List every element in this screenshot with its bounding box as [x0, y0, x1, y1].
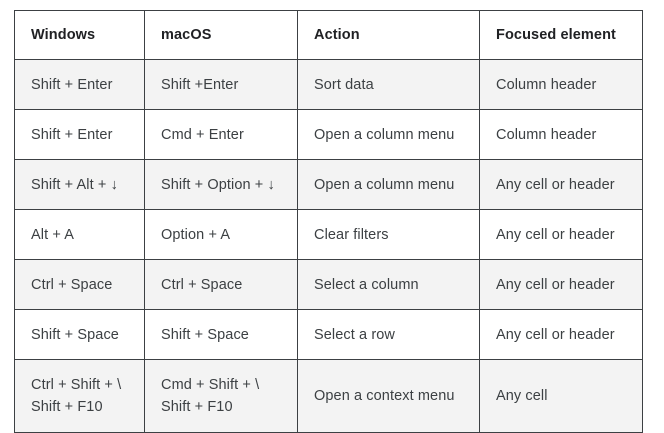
cell-text-lines: Shift + Enter — [31, 124, 128, 146]
table-header-row: Windows macOS Action Focused element — [14, 10, 643, 60]
column-header-macos: macOS — [144, 10, 298, 60]
cell-text-lines: Ctrl + Space — [161, 274, 281, 296]
cell-windows-shortcut: Shift + Space — [14, 309, 145, 360]
cell-text-line: Shift +Enter — [161, 76, 239, 93]
cell-action: Open a context menu — [297, 359, 480, 433]
cell-text-lines: Ctrl + Space — [31, 274, 128, 296]
cell-text-line: Alt + A — [31, 226, 75, 243]
cell-text-line: Cmd + Shift + \ — [161, 377, 260, 393]
cell-action: Clear filters — [297, 209, 480, 260]
cell-text-lines: Shift + Alt + ↓ — [31, 174, 128, 196]
cell-text-line: Shift + Space — [161, 326, 249, 343]
cell-windows-shortcut: Shift + Alt + ↓ — [14, 159, 145, 210]
cell-macos-shortcut: Cmd + Shift + \ Shift + F10 — [144, 359, 298, 433]
cell-windows-shortcut: Ctrl + Space — [14, 259, 145, 310]
cell-text-line: Shift + Space — [31, 326, 119, 343]
cell-focused-element: Any cell or header — [479, 159, 643, 210]
cell-text-line: Shift + F10 — [161, 399, 233, 415]
cell-text-lines: Cmd + Shift + \ Shift + F10 — [161, 374, 281, 418]
table-row: Shift + Alt + ↓ Shift + Option + ↓ Open a … — [14, 159, 643, 210]
column-header-action: Action — [297, 10, 480, 60]
cell-macos-shortcut: Ctrl + Space — [144, 259, 298, 310]
cell-text-line: Ctrl + Space — [31, 276, 113, 293]
cell-text-line: Shift + Option + ↓ — [161, 176, 275, 193]
cell-text-line: Ctrl + Space — [161, 276, 243, 293]
table-row: Shift + Enter Cmd + Enter Open a column me… — [14, 109, 643, 160]
cell-macos-shortcut: Shift +Enter — [144, 59, 298, 110]
cell-text-line: Ctrl + Shift + \ — [31, 377, 122, 393]
cell-text-lines: Shift + Enter — [31, 74, 128, 96]
column-header-focused-element: Focused element — [479, 10, 643, 60]
cell-text-lines: Shift + Space — [31, 324, 128, 346]
cell-macos-shortcut: Option + A — [144, 209, 298, 260]
cell-focused-element: Any cell — [479, 359, 643, 433]
cell-action: Select a column — [297, 259, 480, 310]
cell-action: Select a row — [297, 309, 480, 360]
cell-windows-shortcut: Alt + A — [14, 209, 145, 260]
cell-macos-shortcut: Cmd + Enter — [144, 109, 298, 160]
cell-text-line: Shift + Enter — [31, 126, 113, 143]
cell-text-line: Cmd + Enter — [161, 126, 244, 143]
cell-text-lines: Ctrl + Shift + \ Shift + F10 — [31, 374, 128, 418]
cell-text-lines: Shift + Space — [161, 324, 281, 346]
cell-focused-element: Any cell or header — [479, 209, 643, 260]
cell-text-line: Shift + F10 — [31, 399, 103, 415]
cell-text-lines: Alt + A — [31, 224, 128, 246]
cell-text-line: Option + A — [161, 226, 231, 243]
table-header: Windows macOS Action Focused element — [14, 10, 643, 60]
cell-text-line: Shift + Enter — [31, 76, 113, 93]
cell-text-lines: Shift +Enter — [161, 74, 281, 96]
cell-action: Open a column menu — [297, 159, 480, 210]
cell-action: Open a column menu — [297, 109, 480, 160]
cell-focused-element: Any cell or header — [479, 259, 643, 310]
cell-macos-shortcut: Shift + Space — [144, 309, 298, 360]
cell-focused-element: Any cell or header — [479, 309, 643, 360]
cell-focused-element: Column header — [479, 59, 643, 110]
cell-text-line: Shift + Alt + ↓ — [31, 176, 118, 193]
cell-text-lines: Option + A — [161, 224, 281, 246]
shortcuts-table-container: Windows macOS Action Focused element Shi… — [14, 10, 643, 433]
cell-text-lines: Cmd + Enter — [161, 124, 281, 146]
keyboard-shortcuts-table: Windows macOS Action Focused element Shi… — [14, 10, 643, 433]
cell-windows-shortcut: Shift + Enter — [14, 109, 145, 160]
cell-macos-shortcut: Shift + Option + ↓ — [144, 159, 298, 210]
column-header-windows: Windows — [14, 10, 145, 60]
cell-text-lines: Shift + Option + ↓ — [161, 174, 281, 196]
cell-windows-shortcut: Shift + Enter — [14, 59, 145, 110]
cell-action: Sort data — [297, 59, 480, 110]
cell-focused-element: Column header — [479, 109, 643, 160]
cell-windows-shortcut: Ctrl + Shift + \ Shift + F10 — [14, 359, 145, 433]
